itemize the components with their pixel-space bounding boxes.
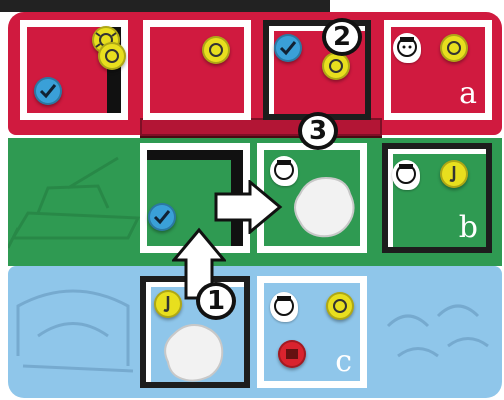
step-marker-3: 3 [298,112,338,150]
hook-token-icon[interactable] [440,160,468,188]
top-bar [0,0,330,12]
stamp-token-icon[interactable] [278,340,306,368]
checkmark-token-icon[interactable] [34,77,62,105]
white-pawn-icon[interactable] [160,318,228,386]
bug-token-icon[interactable] [202,36,230,64]
step-marker-1: 1 [196,282,236,320]
bug-token-icon[interactable] [322,52,350,80]
spy-face-icon [392,160,420,190]
row-label-b: b [459,213,478,243]
spy-face-icon [270,292,298,322]
bug-token-icon[interactable] [98,42,126,70]
tank-sketch [8,148,148,258]
blue-row [8,266,502,398]
bug-token-icon[interactable] [326,292,354,320]
board-ledge [140,118,382,136]
city-sketch [8,276,138,386]
step-marker-2: 2 [322,18,362,56]
white-pawn-icon[interactable] [290,172,358,242]
checkmark-token-icon[interactable] [274,34,302,62]
birds-sketch [378,286,498,376]
bug-token-icon[interactable] [440,34,468,62]
card-red-2[interactable] [143,20,251,120]
row-label-c: c [335,347,352,377]
row-label-a: a [459,79,477,109]
spy-face-icon [393,33,421,63]
